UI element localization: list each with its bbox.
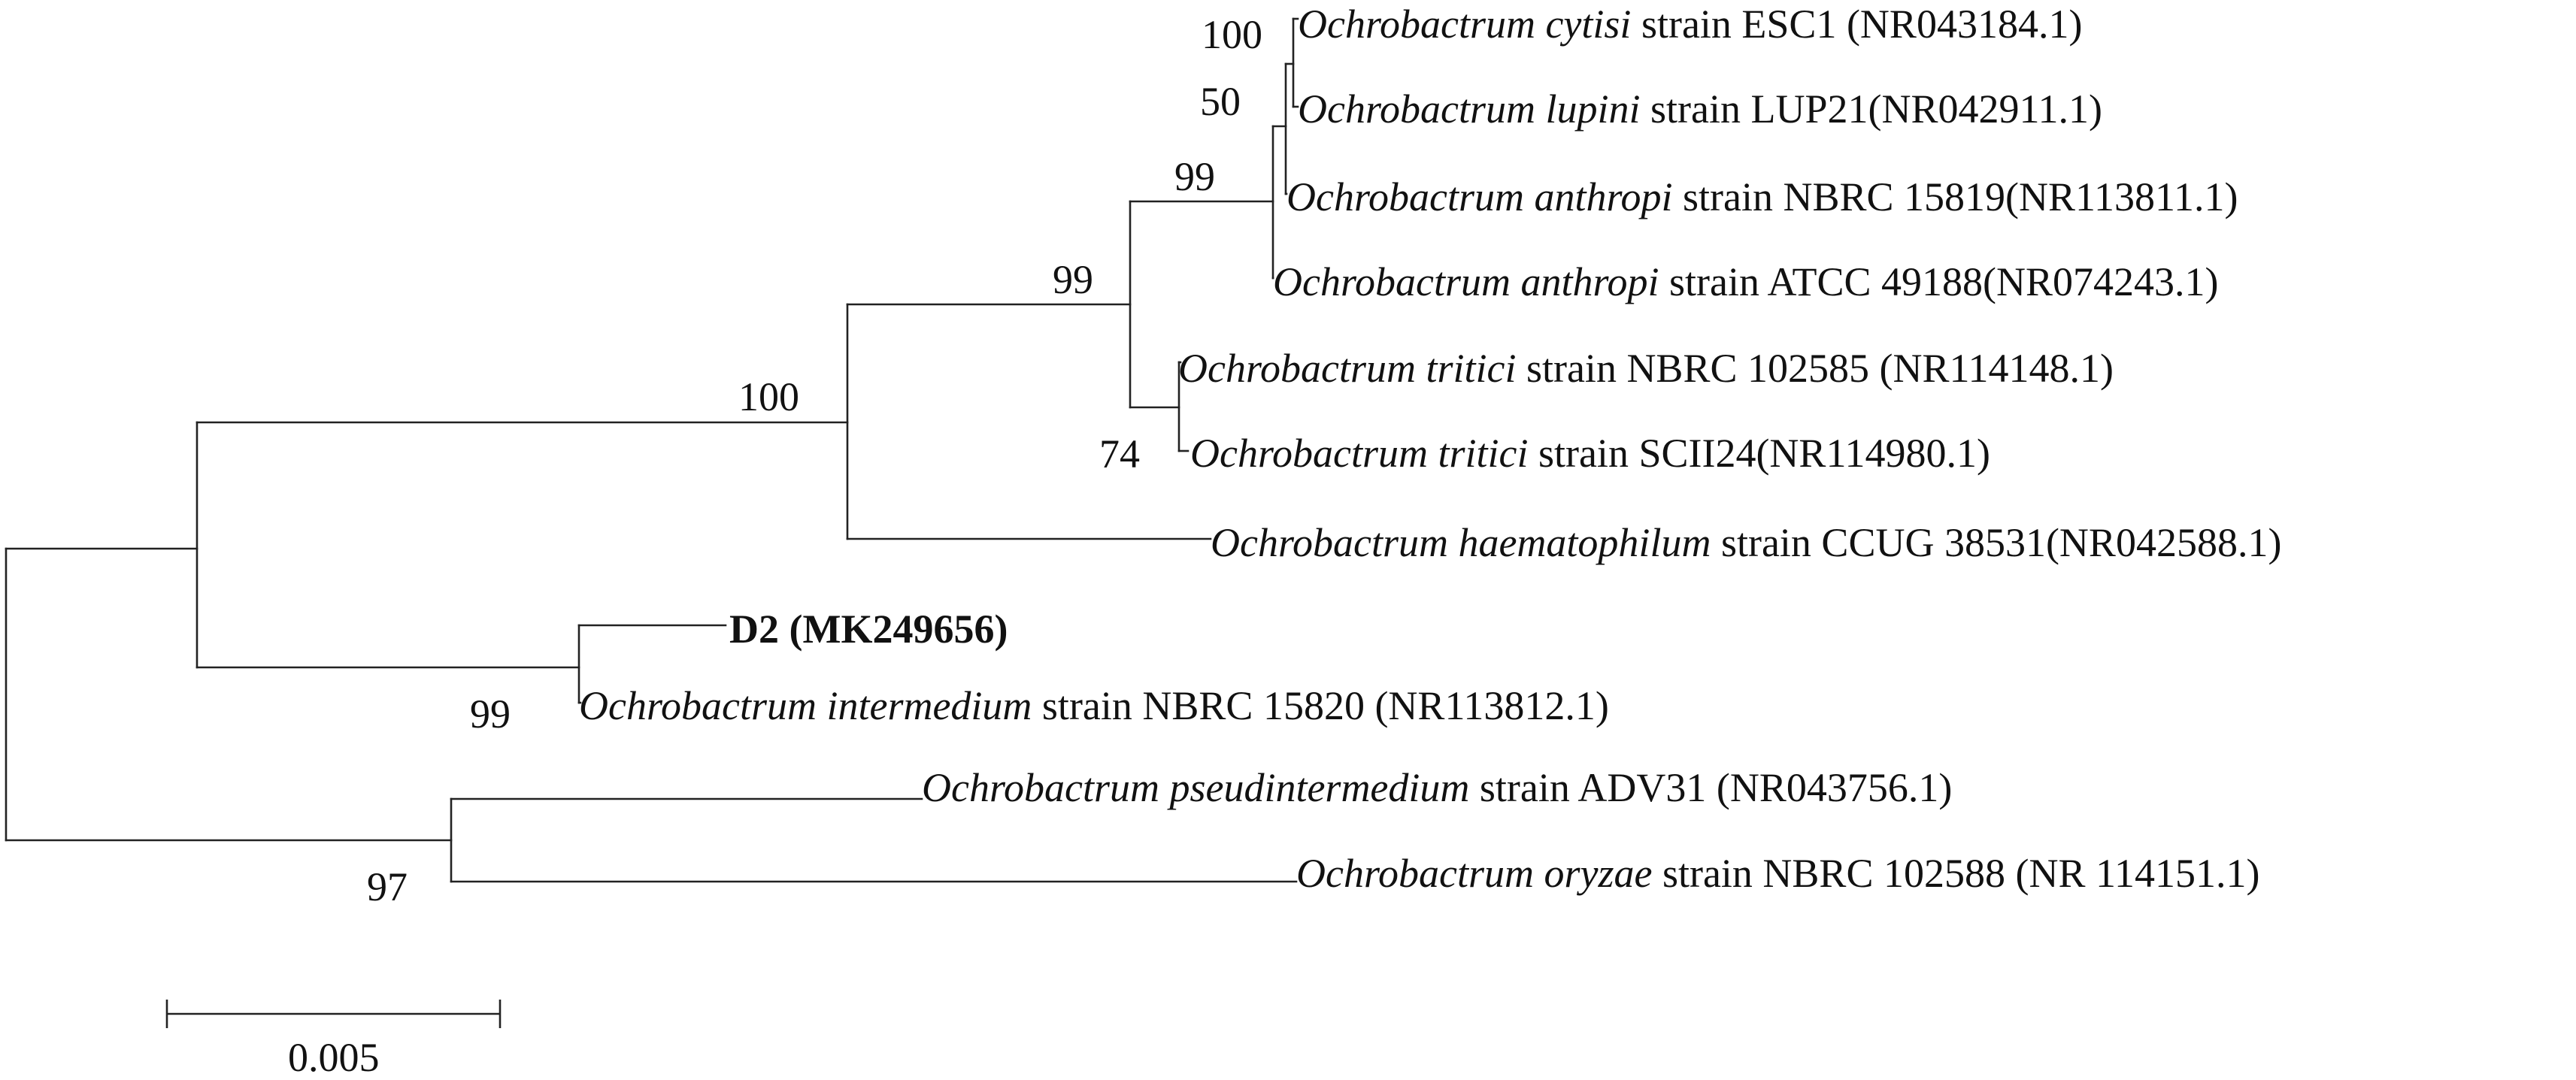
leaf-intermedium: Ochrobactrum intermedium strain NBRC 158… bbox=[579, 683, 1609, 728]
support-cytisi-lupini: 100 bbox=[1202, 12, 1262, 57]
leaf-lupini: Ochrobactrum lupini strain LUP21(NR04291… bbox=[1298, 86, 2102, 132]
support-anthropi-tritici: 99 bbox=[1053, 257, 1093, 302]
leaf-d2: D2 (MK249656) bbox=[729, 607, 1008, 652]
leaf-oryzae: Ochrobactrum oryzae strain NBRC 102588 (… bbox=[1296, 851, 2259, 896]
leaf-cytisi: Ochrobactrum cytisi strain ESC1 (NR04318… bbox=[1298, 2, 2082, 47]
leaf-pseudintermedium: Ochrobactrum pseudintermedium strain ADV… bbox=[922, 765, 1952, 810]
tree-branches bbox=[5, 17, 1299, 883]
scale-bar: 0.005 bbox=[165, 1000, 502, 1080]
scale-bar-label: 0.005 bbox=[288, 1035, 380, 1080]
leaf-labels: Ochrobactrum cytisi strain ESC1 (NR04318… bbox=[579, 2, 2281, 896]
support-d2-intermedium: 99 bbox=[470, 691, 511, 737]
support-tritici-pair: 74 bbox=[1099, 431, 1140, 476]
leaf-tritici-scii24: Ochrobactrum tritici strain SCII24(NR114… bbox=[1190, 431, 1990, 476]
support-values: 100 50 99 99 74 100 99 97 bbox=[367, 12, 1262, 909]
leaf-anthropi-atcc: Ochrobactrum anthropi strain ATCC 49188(… bbox=[1273, 259, 2219, 304]
leaf-anthropi-nbrc: Ochrobactrum anthropi strain NBRC 15819(… bbox=[1286, 174, 2238, 219]
support-lupini-anthropi: 50 bbox=[1200, 79, 1241, 124]
leaf-tritici-nbrc: Ochrobactrum tritici strain NBRC 102585 … bbox=[1178, 346, 2114, 391]
leaf-haematophilum: Ochrobactrum haematophilum strain CCUG 3… bbox=[1211, 520, 2281, 565]
support-upper-clade: 100 bbox=[738, 374, 799, 419]
support-pseud-oryzae: 97 bbox=[367, 864, 408, 909]
support-anthropi-clade: 99 bbox=[1174, 154, 1215, 199]
